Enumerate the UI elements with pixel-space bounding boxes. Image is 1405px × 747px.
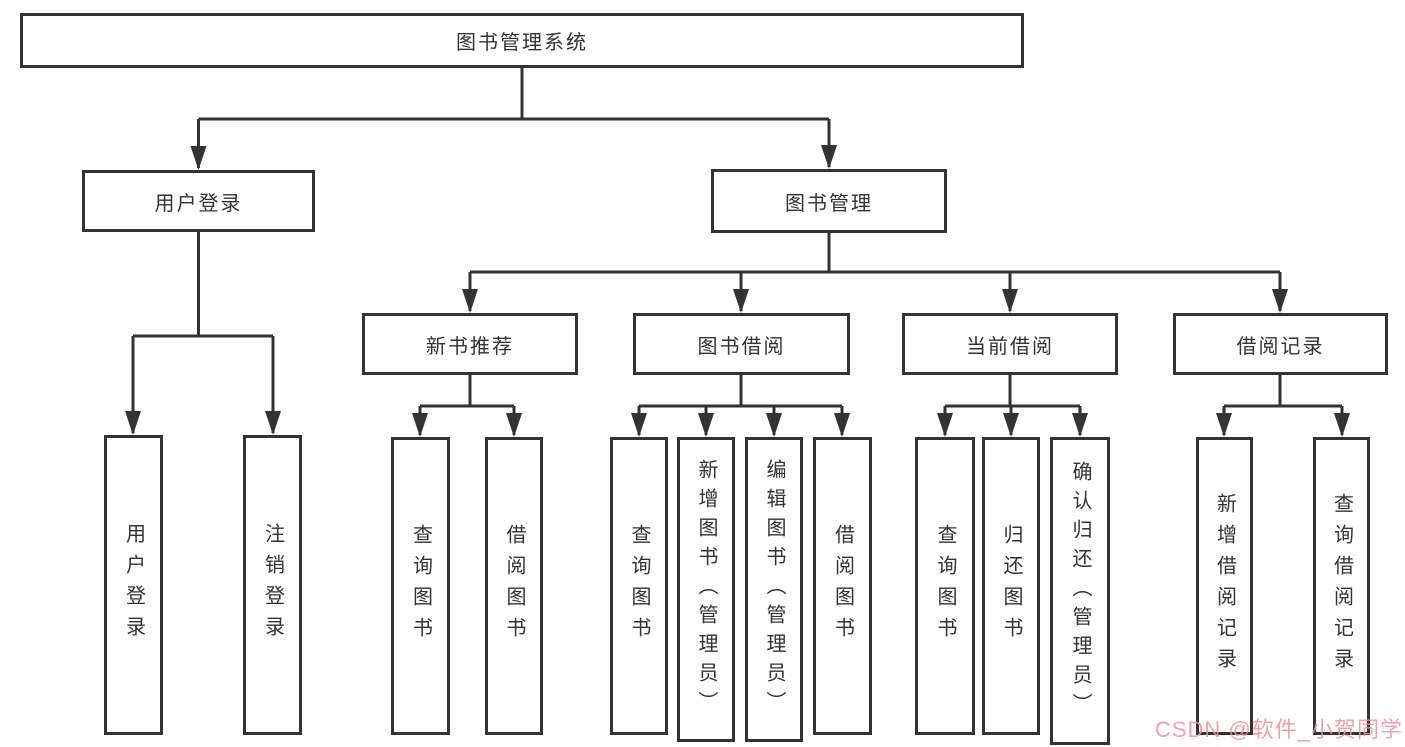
leaf-query-books-recommendation: 查询图书 (391, 437, 450, 735)
leaf-add-books-admin: 新增图书（管理员） (677, 437, 735, 742)
leaf-query-books-borrowing: 查询图书 (610, 437, 668, 735)
node-borrowing-records: 借阅记录 (1173, 313, 1388, 375)
node-book-management: 图书管理 (711, 169, 947, 233)
node-book-borrowing: 图书借阅 (633, 313, 850, 375)
node-current-borrowing: 当前借阅 (902, 313, 1118, 375)
leaf-add-borrow-record: 新增借阅记录 (1196, 437, 1253, 735)
node-new-book-recommendation: 新书推荐 (362, 313, 578, 375)
leaf-confirm-return-admin: 确认归还（管理员） (1050, 437, 1110, 745)
watermark: CSDN @软件_小贺同学 (1154, 717, 1403, 742)
leaf-user-login: 用户登录 (104, 435, 163, 735)
leaf-query-borrow-record: 查询借阅记录 (1313, 437, 1370, 735)
leaf-query-books-current: 查询图书 (915, 437, 975, 735)
leaf-return-books: 归还图书 (982, 437, 1040, 735)
leaf-borrow-books-recommendation: 借阅图书 (485, 437, 543, 735)
node-library-management-system: 图书管理系统 (20, 13, 1024, 68)
leaf-borrow-books-borrowing: 借阅图书 (813, 437, 872, 735)
leaf-logout: 注销登录 (243, 435, 302, 735)
node-user-login: 用户登录 (82, 170, 315, 232)
leaf-edit-books-admin: 编辑图书（管理员） (745, 437, 803, 742)
